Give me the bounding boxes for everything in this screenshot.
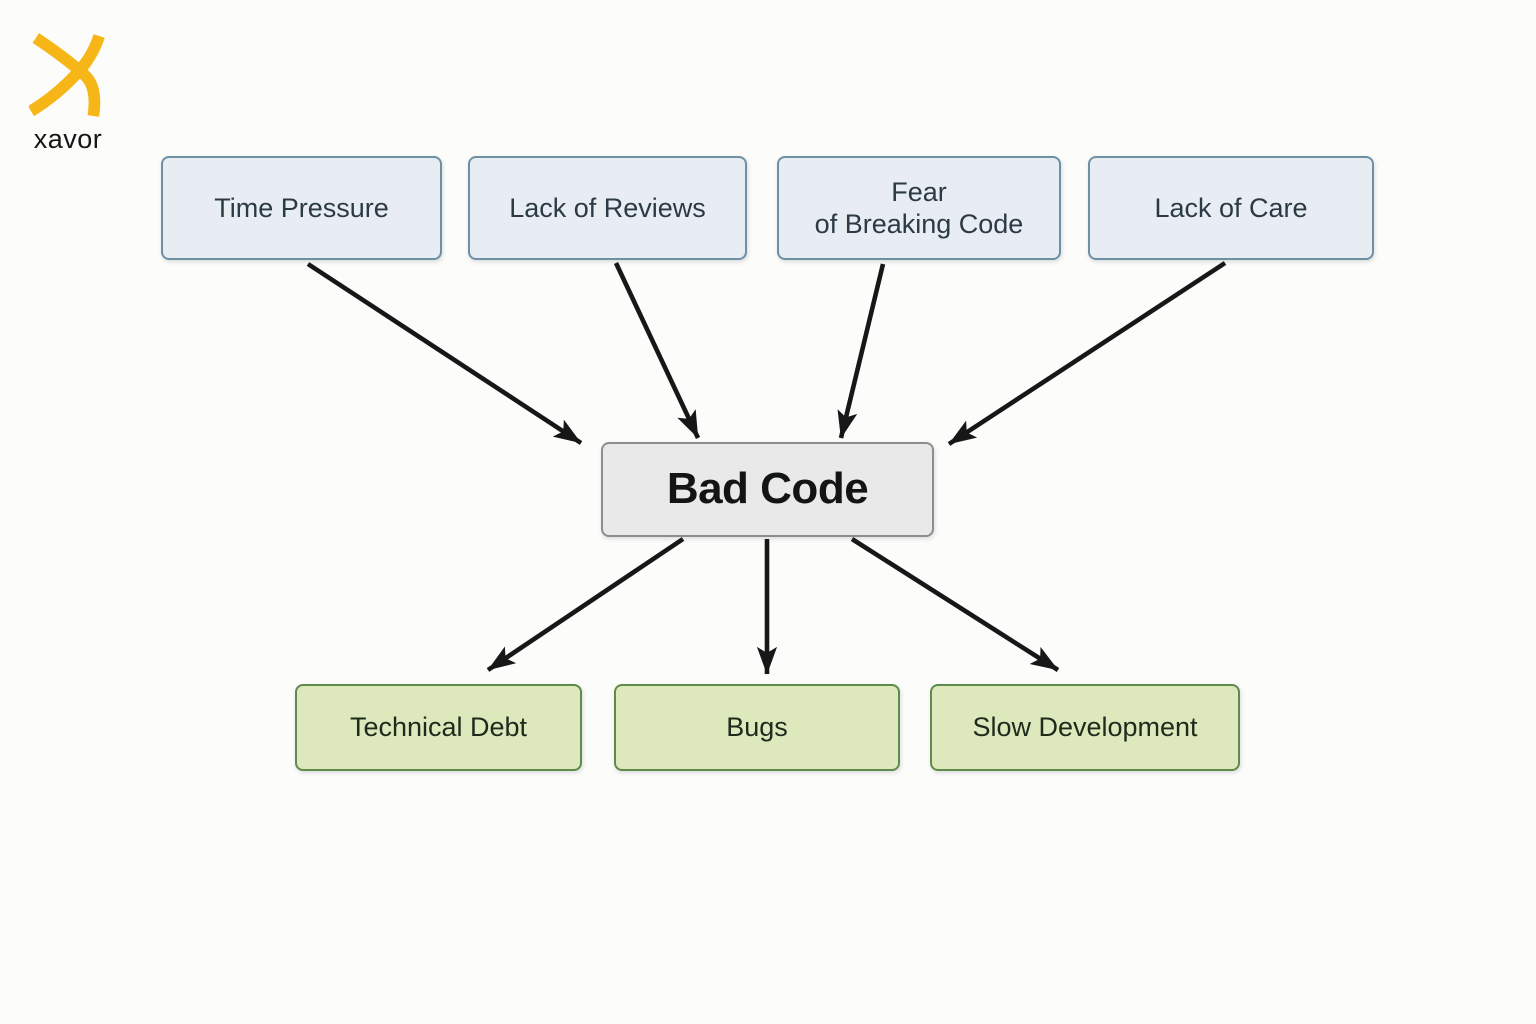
node-label: Technical Debt <box>349 712 528 743</box>
node-label: Fear of Breaking Code <box>814 176 1024 239</box>
arrow-bad-code-to-slow-development <box>850 537 1060 672</box>
arrow-lack-of-reviews-to-bad-code <box>613 262 701 439</box>
node-label: Time Pressure <box>214 192 389 223</box>
xavor-logo-icon <box>29 33 105 117</box>
arrow-bad-code-to-technical-debt <box>486 537 685 672</box>
node-label: Slow Development <box>972 712 1198 743</box>
node-lack-of-care: Lack of Care <box>1088 156 1374 260</box>
brand-name: xavor <box>33 124 103 154</box>
node-fear-of-breaking-code: Fear of Breaking Code <box>777 156 1061 260</box>
node-label: Bad Code <box>666 464 869 514</box>
node-technical-debt: Technical Debt <box>295 684 582 771</box>
node-label: Lack of Care <box>1154 192 1308 223</box>
node-label: Bugs <box>726 712 788 743</box>
xavor-logo: xavor <box>26 32 110 155</box>
node-slow-development: Slow Development <box>930 684 1240 771</box>
arrow-time-pressure-to-bad-code <box>306 262 583 445</box>
node-label: Lack of Reviews <box>509 192 706 223</box>
node-bugs: Bugs <box>614 684 900 771</box>
node-lack-of-reviews: Lack of Reviews <box>468 156 747 260</box>
node-time-pressure: Time Pressure <box>161 156 442 260</box>
node-bad-code: Bad Code <box>601 442 934 537</box>
arrow-lack-of-care-to-bad-code <box>947 261 1227 446</box>
arrow-fear-of-breaking-code-to-bad-code <box>837 263 886 439</box>
